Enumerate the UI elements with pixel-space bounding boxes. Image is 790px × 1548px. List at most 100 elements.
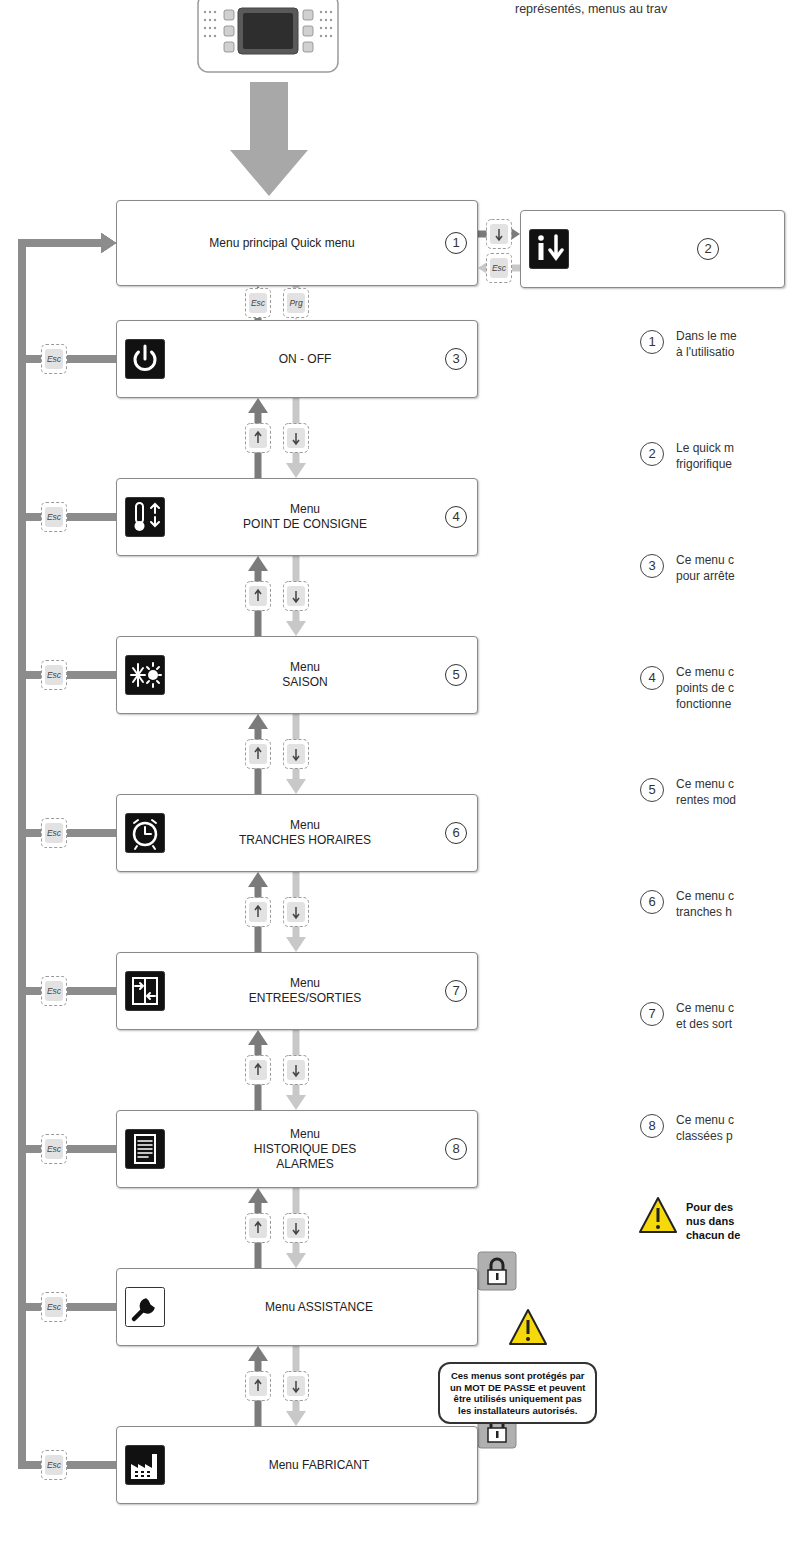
- menu-box: Menu ENTREES/SORTIES7: [116, 952, 478, 1030]
- callout-number: 2: [640, 442, 664, 466]
- menu-title: Menu SAISON: [171, 660, 439, 690]
- key-outline: [284, 424, 309, 453]
- controller-screen-frame: [238, 8, 298, 54]
- key-button: Esc: [41, 1292, 67, 1322]
- key-label: Esc: [45, 823, 63, 843]
- icon-ground: [126, 1288, 165, 1327]
- key-cap: [249, 902, 267, 922]
- key-cap: [249, 1218, 267, 1238]
- arrow-key: [284, 424, 309, 453]
- icon-ground: [530, 230, 569, 269]
- arrow-key: [246, 1214, 271, 1243]
- menu-box: Menu HISTORIQUE DES ALARMES8: [116, 1110, 478, 1188]
- factory-icon: [131, 1454, 157, 1479]
- arrow-key: [284, 740, 309, 769]
- power-icon: [135, 346, 155, 370]
- key-label: Esc: [45, 1455, 63, 1475]
- menu-icon: [125, 813, 165, 853]
- controller-buttons: [224, 10, 313, 52]
- icon-ground: [126, 340, 165, 379]
- callout-number: 3: [445, 348, 467, 370]
- warning-triangle: [640, 1198, 676, 1232]
- callout-number: 1: [640, 330, 664, 354]
- info-icon: [538, 235, 562, 260]
- menu-title: ON - OFF: [171, 352, 439, 367]
- key-cap: [490, 224, 508, 244]
- key-button: Esc: [41, 976, 67, 1006]
- key-cap: [249, 744, 267, 764]
- key-outline: [284, 1214, 309, 1243]
- key-label: Esc: [45, 507, 63, 527]
- menu-icon: [125, 1287, 165, 1327]
- key-cap: [287, 744, 305, 764]
- callout-number: 6: [640, 890, 664, 914]
- callout-number: 7: [445, 980, 467, 1002]
- key-label: Prg: [287, 293, 305, 313]
- key-button: Esc: [41, 1134, 67, 1164]
- key-label: Esc: [45, 1297, 63, 1317]
- key-outline: [246, 898, 271, 927]
- key-group: [246, 220, 512, 1401]
- big-down-arrow: [230, 82, 308, 196]
- warning-triangle: [510, 1310, 546, 1344]
- key-arrow: [293, 433, 299, 444]
- key-cap: [287, 1060, 305, 1080]
- key-outline: [284, 1372, 309, 1401]
- esc-return-line: [22, 243, 116, 1307]
- key-arrow: [255, 748, 261, 759]
- key-button: Esc: [486, 253, 512, 283]
- key-cap: [287, 1376, 305, 1396]
- menu-icon: [125, 339, 165, 379]
- key-arrow: [255, 432, 261, 443]
- icon-ground: [126, 1446, 165, 1485]
- lock-icon: [478, 1410, 516, 1448]
- key-outline: [246, 1214, 271, 1243]
- key-outline: [246, 740, 271, 769]
- description-text: Ce menu c points de c fonctionne: [676, 664, 734, 712]
- key-outline: [246, 582, 271, 611]
- wrench-icon: [134, 1299, 154, 1319]
- callout-number: 3: [640, 554, 664, 578]
- key-cap: [249, 428, 267, 448]
- menu-title: Menu TRANCHES HORAIRES: [171, 818, 439, 848]
- navigation-arrow: [493, 265, 520, 272]
- key-outline: [246, 1372, 271, 1401]
- key-arrow: [255, 590, 261, 601]
- menu-title: Ces menus sont protégés par un MOT DE PA…: [450, 1370, 585, 1416]
- callout-number: 4: [640, 666, 664, 690]
- arrow-key: [246, 898, 271, 927]
- key-cap: [287, 902, 305, 922]
- controller-illustration: [198, 0, 338, 72]
- key-arrow: [293, 907, 299, 918]
- key-button: Esc: [41, 344, 67, 374]
- history-icon: [135, 1135, 155, 1163]
- key-button: Esc: [41, 660, 67, 690]
- key-outline: [246, 424, 271, 453]
- controller-grille: [204, 11, 332, 37]
- arrow-key: [246, 424, 271, 453]
- icon-ground: [126, 1130, 165, 1169]
- callout-number: 7: [640, 1002, 664, 1026]
- key-arrow: [293, 1223, 299, 1234]
- arrow-key: [246, 740, 271, 769]
- io-icon: [133, 978, 157, 1004]
- key-label: Esc: [45, 665, 63, 685]
- callout-number: 5: [445, 664, 467, 686]
- menu-icon: [125, 655, 165, 695]
- key-arrow: [255, 1222, 261, 1233]
- esc-return-line: [22, 243, 116, 1149]
- key-arrow: [255, 1380, 261, 1391]
- key-outline: [246, 1056, 271, 1085]
- key-cap: [287, 1218, 305, 1238]
- key-label: Esc: [490, 258, 508, 278]
- arrow-key: [487, 220, 512, 249]
- menu-box: Menu TRANCHES HORAIRES6: [116, 794, 478, 872]
- esc-return-line: [22, 243, 116, 359]
- key-outline: [284, 582, 309, 611]
- warning-note: Ces menus sont protégés par un MOT DE PA…: [438, 1362, 597, 1424]
- menu-box: Menu ASSISTANCE: [116, 1268, 478, 1346]
- key-label: Esc: [45, 349, 63, 369]
- key-cap: [249, 1376, 267, 1396]
